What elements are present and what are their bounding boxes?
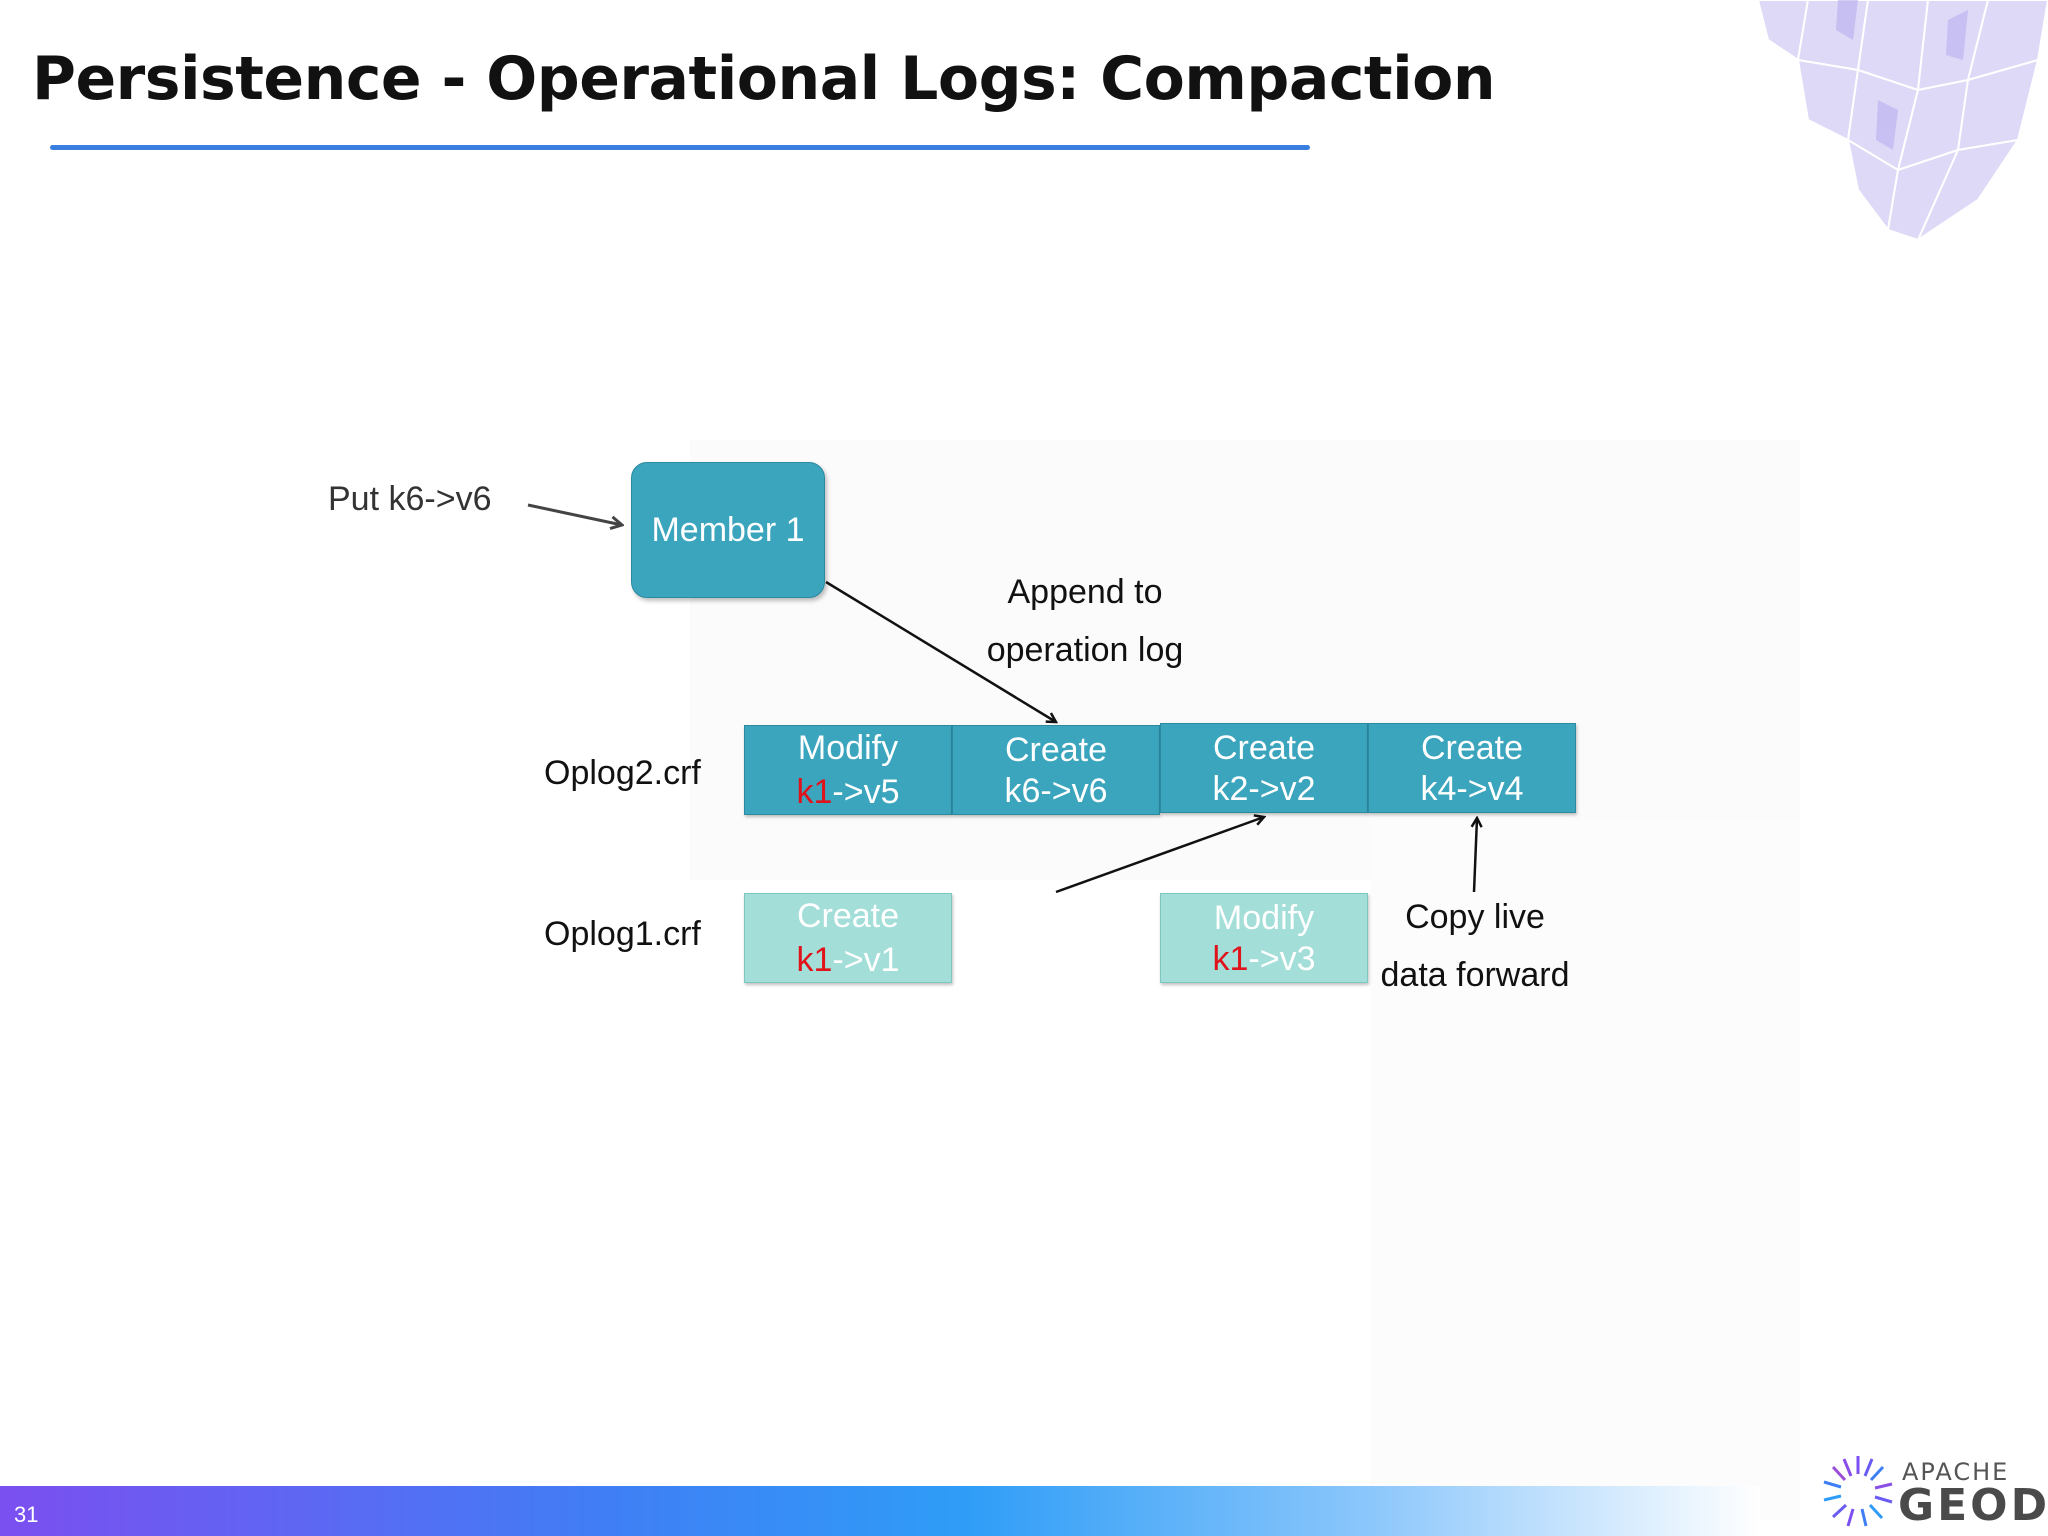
- oplog2-entry-create-k6: Create k6->v6: [952, 725, 1160, 815]
- put-arrow: [527, 503, 622, 525]
- put-operation-label: Put k6->v6: [328, 480, 492, 518]
- member-node: Member 1: [631, 462, 825, 598]
- page-number: 31: [14, 1502, 39, 1527]
- entry-op: Modify: [1213, 899, 1315, 937]
- entry-kv: k6->v6: [1004, 772, 1108, 810]
- copy-line-2: data forward: [1380, 956, 1570, 994]
- entry-kv: k2->v2: [1212, 770, 1316, 808]
- logo-text-apache: APACHE: [1902, 1458, 2010, 1486]
- geode-logo-icon: [1823, 1456, 1893, 1527]
- crystal-decoration-icon: [1756, 0, 2048, 243]
- oplog1-label: Oplog1.crf: [544, 915, 701, 953]
- append-line-1: Append to: [1007, 573, 1163, 611]
- oplog1-entry-create-k1: Create k1->v1: [744, 893, 952, 983]
- entry-key: k1: [796, 941, 833, 979]
- entry-op: Create: [1004, 731, 1108, 769]
- entry-kv: k1->v1: [745, 938, 951, 982]
- entry-op: Create: [796, 897, 900, 935]
- append-line-2: operation log: [986, 631, 1184, 669]
- entry-op: Modify: [797, 729, 899, 767]
- member-label: Member 1: [651, 510, 805, 549]
- slide-title: Persistence - Operational Logs: Compacti…: [32, 44, 1496, 114]
- entry-key: k1: [1212, 940, 1249, 978]
- entry-kv: k4->v4: [1420, 770, 1524, 808]
- oplog1-entry-modify-k1: Modify k1->v3: [1160, 893, 1368, 983]
- append-annotation: Append to operation log: [955, 563, 1215, 679]
- logo-text-geode: GEODE: [1898, 1480, 2048, 1531]
- copy-forward-annotation: Copy live data forward: [1370, 888, 1580, 1004]
- entry-op: Create: [1212, 729, 1316, 767]
- entry-value: ->v5: [832, 773, 900, 811]
- entry-key: k1: [796, 773, 833, 811]
- entry-value: ->v3: [1248, 940, 1316, 978]
- entry-kv: k1->v3: [1161, 939, 1367, 980]
- copy-line-1: Copy live: [1405, 898, 1545, 936]
- entry-value: ->v1: [832, 941, 900, 979]
- title-underline: [50, 145, 1310, 150]
- diagram-background-lower: [1370, 820, 1800, 1520]
- footer-bar: [0, 1486, 1760, 1536]
- oplog2-label: Oplog2.crf: [544, 754, 701, 792]
- oplog2-entry-modify-k1: Modify k1->v5: [744, 725, 952, 815]
- entry-op: Create: [1420, 729, 1524, 767]
- entry-kv: k1->v5: [745, 770, 951, 814]
- oplog2-entry-create-k4: Create k4->v4: [1368, 723, 1576, 813]
- oplog2-entry-create-k2: Create k2->v2: [1160, 723, 1368, 813]
